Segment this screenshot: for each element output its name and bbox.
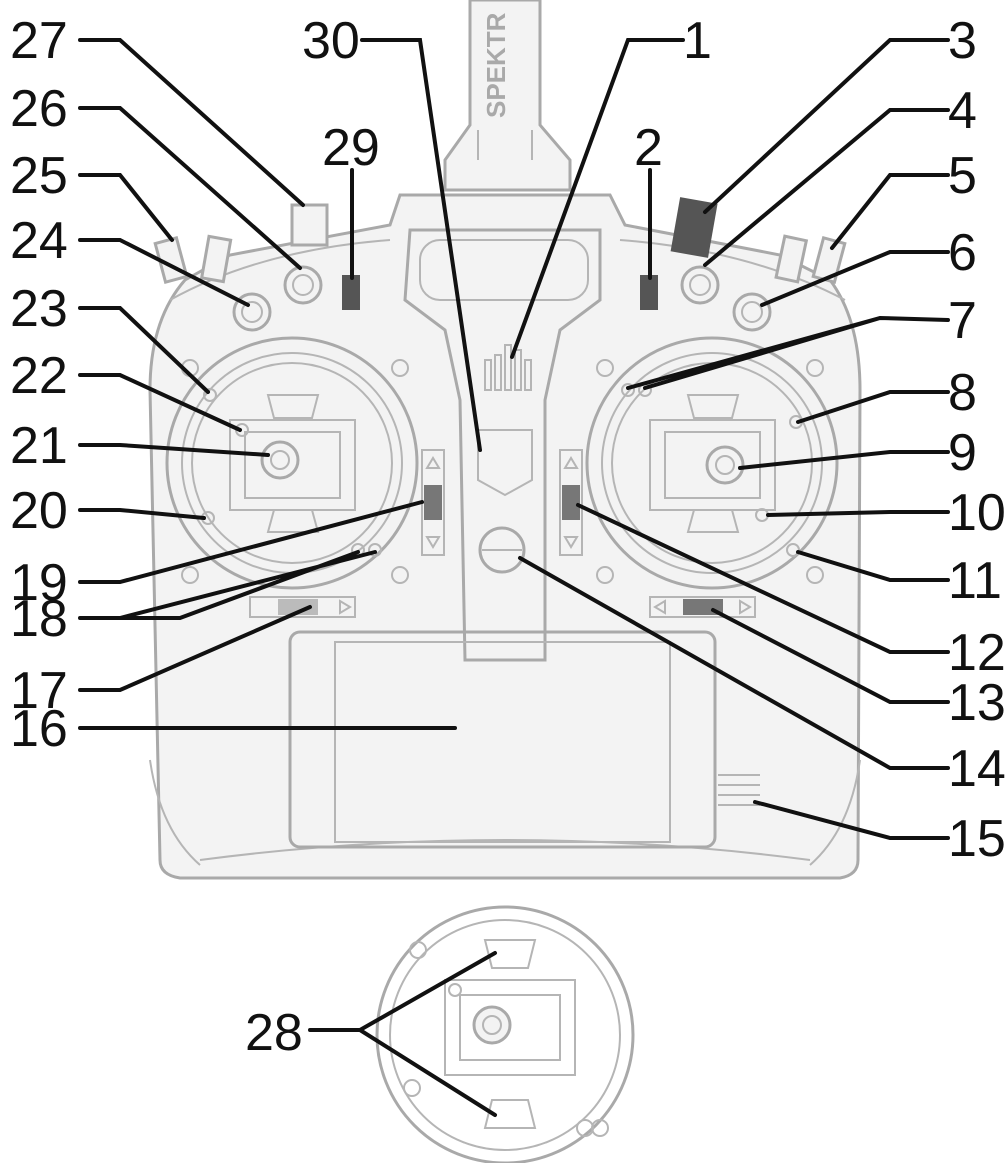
antenna-brand-text: SPEKTR (481, 12, 511, 118)
leader-9 (738, 450, 950, 470)
knob-26 (283, 265, 323, 305)
leader-lines (78, 38, 950, 1117)
callout-26: 26 (10, 80, 68, 138)
screw-18b (368, 543, 382, 557)
callout-22: 22 (10, 347, 68, 405)
callout-16: 16 (10, 700, 68, 758)
right-vertical-trim (559, 449, 583, 556)
leader-6 (760, 250, 950, 307)
vent-slots (718, 774, 760, 806)
callout-29: 29 (322, 119, 380, 177)
switch-5 (774, 234, 809, 284)
callout-13: 13 (948, 674, 1005, 732)
callout-25: 25 (10, 147, 68, 205)
transmitter-body: SPEKTR (148, 0, 862, 880)
leader-3 (703, 38, 950, 214)
callout-27: 27 (10, 12, 68, 70)
callout-11: 11 (948, 552, 1002, 610)
callout-23: 23 (10, 280, 68, 338)
antenna (443, 0, 572, 192)
callout-3: 3 (948, 12, 977, 70)
leader-1 (510, 38, 685, 359)
leader-28 (308, 951, 497, 1117)
knob-4 (680, 265, 720, 305)
leader-19 (78, 500, 424, 584)
leader-5 (830, 173, 950, 250)
inset-gimbal (375, 905, 635, 1163)
right-stick (705, 445, 745, 485)
leader-20 (78, 508, 206, 520)
leader-13 (711, 608, 950, 704)
switch-2 (640, 275, 658, 310)
callout-5: 5 (948, 147, 977, 205)
knob-6 (732, 292, 772, 332)
callout-numbers: 1 2 3 4 5 6 7 8 9 10 11 12 13 14 15 16 1… (10, 12, 1005, 1062)
left-stick (260, 440, 300, 480)
callout-15: 15 (948, 810, 1005, 868)
inset-stop-top (483, 939, 537, 969)
screw-7a (621, 383, 635, 397)
leader-17 (78, 605, 312, 692)
callout-28: 28 (245, 1004, 303, 1062)
screw-23 (203, 388, 217, 402)
switch-25b (199, 234, 233, 284)
leader-30 (360, 38, 482, 452)
callout-4: 4 (948, 82, 977, 140)
callout-7: 7 (948, 292, 977, 350)
leader-22 (78, 373, 242, 432)
leader-4 (703, 108, 950, 267)
callout-1: 1 (683, 12, 712, 70)
leader-11 (796, 550, 950, 582)
callout-18: 18 (10, 590, 68, 648)
leader-7 (626, 315, 950, 390)
callout-30: 30 (302, 12, 360, 70)
center-column (403, 228, 602, 662)
callout-12: 12 (948, 624, 1005, 682)
callout-6: 6 (948, 224, 977, 282)
switch-27 (290, 203, 329, 247)
callout-8: 8 (948, 364, 977, 422)
callout-21: 21 (10, 417, 68, 475)
leader-15 (753, 800, 950, 840)
right-horizontal-trim (649, 596, 756, 618)
leader-23 (78, 306, 210, 394)
screw-11 (786, 543, 800, 557)
callout-17: 17 (10, 662, 68, 720)
callout-9: 9 (948, 424, 977, 482)
leader-8 (796, 390, 950, 424)
leader-24 (78, 238, 250, 307)
leader-27 (78, 38, 305, 207)
switch-29 (342, 275, 360, 310)
left-horizontal-trim (249, 596, 356, 618)
callout-20: 20 (10, 482, 68, 540)
callout-2: 2 (634, 119, 663, 177)
leader-10 (766, 510, 950, 517)
speaker-grille (484, 344, 532, 391)
leader-14 (518, 556, 950, 770)
leader-26 (78, 106, 302, 270)
center-badge (477, 429, 533, 497)
leader-12 (576, 503, 950, 654)
callout-24: 24 (10, 212, 68, 270)
callout-10: 10 (948, 484, 1005, 542)
leader-25 (78, 173, 174, 242)
right-gimbal (585, 336, 839, 590)
leader-18 (78, 550, 377, 620)
leader-21 (78, 443, 270, 457)
callout-14: 14 (948, 740, 1005, 798)
callout-19: 19 (10, 554, 68, 612)
lcd-screen (288, 630, 717, 849)
